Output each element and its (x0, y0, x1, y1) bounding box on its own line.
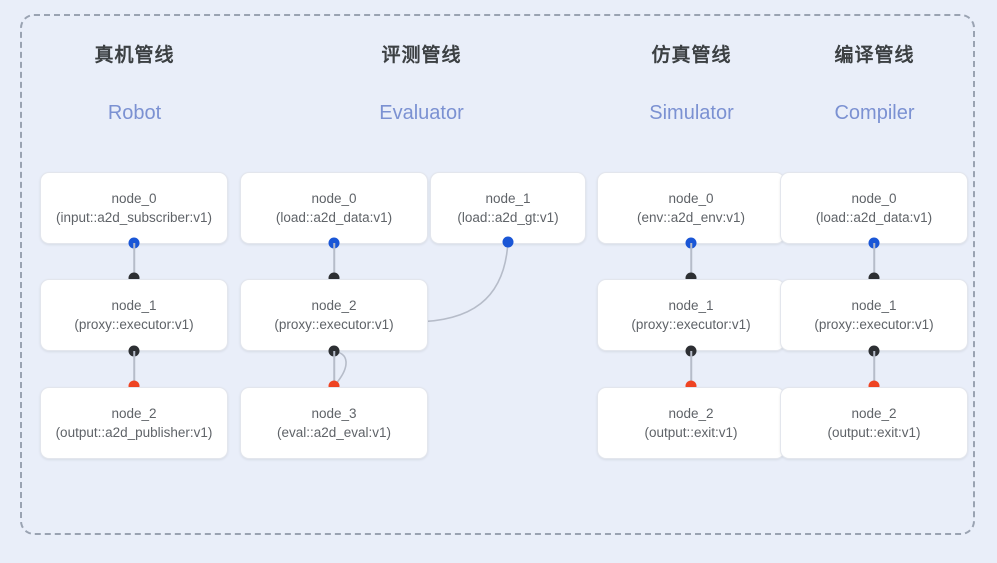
node-name: node_2 (311, 298, 357, 313)
node-card-evaluator-2[interactable]: node_2 (proxy::executor:v1) (240, 279, 428, 351)
edge-robot-1-2 (133, 351, 135, 386)
node-type: (output::exit:v1) (644, 425, 738, 440)
port-input-evaluator-2[interactable] (328, 272, 340, 284)
node-name: node_0 (111, 191, 157, 206)
node-card-evaluator-3[interactable]: node_3 (eval::a2d_eval:v1) (240, 387, 428, 459)
edge-evaluator-2-3 (333, 351, 335, 386)
node-type: (env::a2d_env:v1) (636, 210, 746, 225)
node-card-evaluator-1[interactable]: node_1 (load::a2d_gt:v1) (430, 172, 586, 244)
node-name: node_0 (851, 191, 897, 206)
column-compiler: 编译管线 Compiler (780, 44, 969, 125)
port-input-robot-2[interactable] (128, 380, 140, 392)
node-type: (load::a2d_data:v1) (815, 210, 933, 225)
column-title-compiler: 编译管线 (834, 45, 915, 66)
node-name: node_0 (311, 191, 357, 206)
port-input-simulator-1[interactable] (685, 272, 697, 284)
column-subtitle-simulator: Simulator (649, 102, 734, 124)
node-name: node_2 (111, 406, 157, 421)
column-subtitle-robot: Robot (107, 102, 162, 124)
port-input-simulator-2[interactable] (685, 380, 697, 392)
edge-simulator-0-1 (690, 243, 692, 278)
port-input-evaluator-3[interactable] (328, 380, 340, 392)
node-type: (proxy::executor:v1) (631, 317, 751, 332)
node-card-simulator-2[interactable]: node_2 (output::exit:v1) (597, 387, 785, 459)
node-card-robot-2[interactable]: node_2 (output::a2d_publisher:v1) (40, 387, 228, 459)
node-name: node_3 (311, 406, 357, 421)
column-title-simulator: 仿真管线 (651, 45, 732, 66)
column-title-evaluator: 评测管线 (381, 45, 462, 66)
node-name: node_1 (851, 298, 897, 313)
node-type: (load::a2d_gt:v1) (457, 210, 559, 225)
port-input-robot-1[interactable] (128, 272, 140, 284)
port-input-compiler-2[interactable] (868, 380, 880, 392)
node-type: (output::a2d_publisher:v1) (55, 425, 213, 440)
column-subtitle-evaluator: Evaluator (379, 102, 464, 124)
node-card-simulator-0[interactable]: node_0 (env::a2d_env:v1) (597, 172, 785, 244)
node-card-compiler-0[interactable]: node_0 (load::a2d_data:v1) (780, 172, 968, 244)
edge-simulator-1-2 (690, 351, 692, 386)
node-name: node_2 (851, 406, 897, 421)
node-type: (proxy::executor:v1) (814, 317, 934, 332)
edge-compiler-0-1 (873, 243, 875, 278)
node-name: node_1 (668, 298, 714, 313)
node-type: (load::a2d_data:v1) (275, 210, 393, 225)
column-robot: 真机管线 Robot (40, 44, 229, 125)
node-type: (eval::a2d_eval:v1) (276, 425, 392, 440)
edge-robot-0-1 (133, 243, 135, 278)
node-card-robot-1[interactable]: node_1 (proxy::executor:v1) (40, 279, 228, 351)
node-card-robot-0[interactable]: node_0 (input::a2d_subscriber:v1) (40, 172, 228, 244)
column-subtitle-compiler: Compiler (834, 102, 915, 124)
column-evaluator: 评测管线 Evaluator (327, 44, 516, 125)
node-card-compiler-1[interactable]: node_1 (proxy::executor:v1) (780, 279, 968, 351)
port-input-compiler-1[interactable] (868, 272, 880, 284)
pipeline-frame (20, 14, 975, 535)
edge-evaluator-0-2 (333, 243, 335, 278)
node-card-compiler-2[interactable]: node_2 (output::exit:v1) (780, 387, 968, 459)
node-name: node_1 (485, 191, 531, 206)
edge-compiler-1-2 (873, 351, 875, 386)
node-card-evaluator-0[interactable]: node_0 (load::a2d_data:v1) (240, 172, 428, 244)
node-name: node_0 (668, 191, 714, 206)
node-type: (output::exit:v1) (827, 425, 921, 440)
node-name: node_2 (668, 406, 714, 421)
node-type: (proxy::executor:v1) (274, 317, 394, 332)
column-title-robot: 真机管线 (94, 45, 175, 66)
column-simulator: 仿真管线 Simulator (597, 44, 786, 125)
node-type: (proxy::executor:v1) (74, 317, 194, 332)
node-card-simulator-1[interactable]: node_1 (proxy::executor:v1) (597, 279, 785, 351)
node-name: node_1 (111, 298, 157, 313)
node-type: (input::a2d_subscriber:v1) (55, 210, 213, 225)
port-output-evaluator-1[interactable] (502, 236, 514, 248)
